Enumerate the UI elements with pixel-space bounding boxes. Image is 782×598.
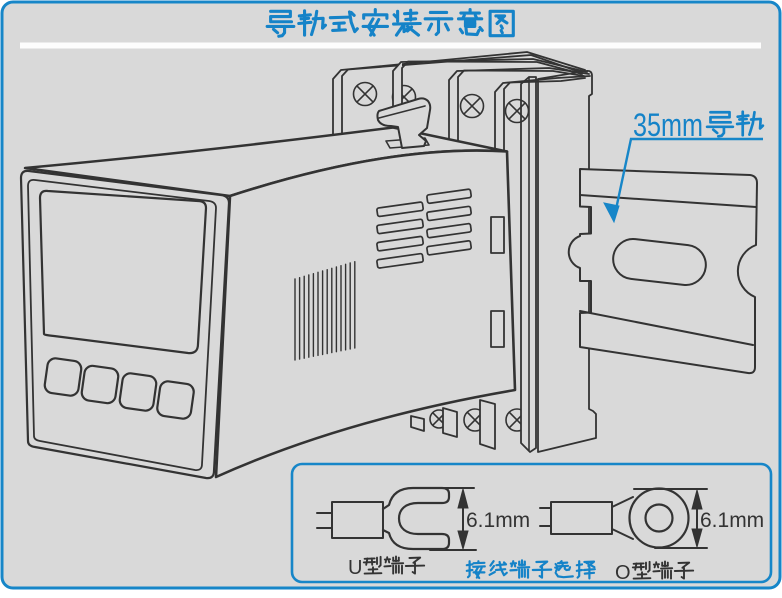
svg-text:6.1mm: 6.1mm	[700, 509, 764, 532]
svg-text:U: U	[348, 557, 362, 579]
svg-text:O: O	[615, 562, 631, 584]
svg-text:35mm: 35mm	[633, 107, 703, 143]
svg-text:6.1mm: 6.1mm	[466, 509, 530, 532]
